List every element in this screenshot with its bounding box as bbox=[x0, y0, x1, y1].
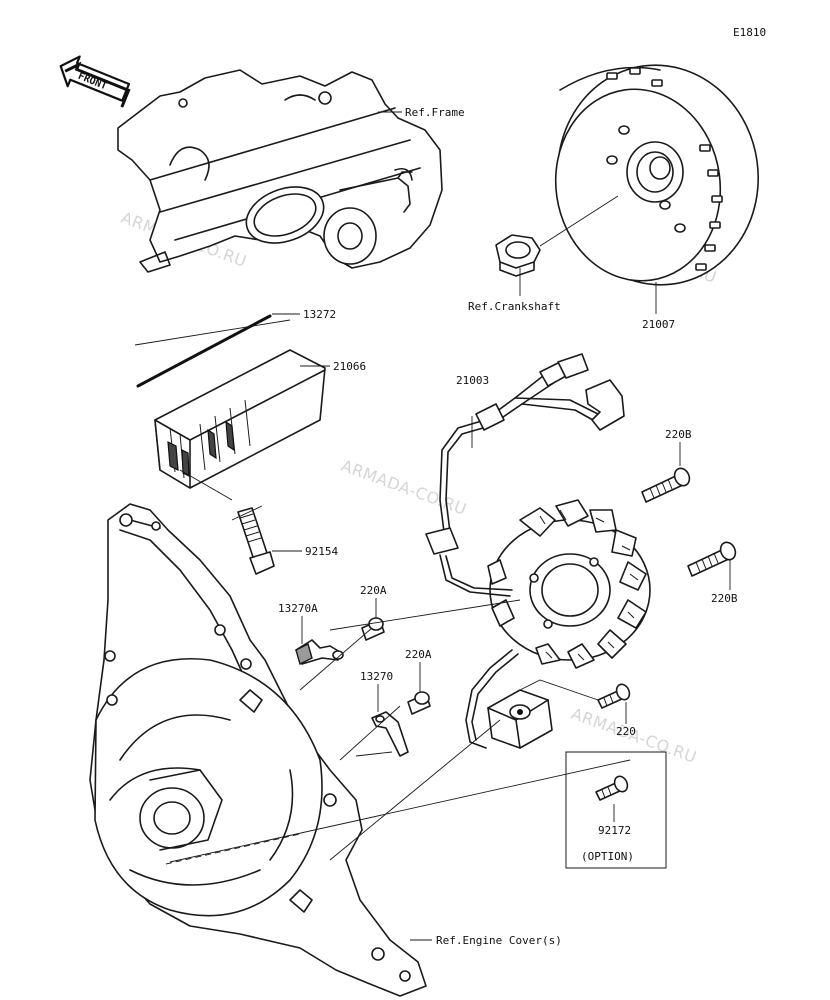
engine-cover-part bbox=[89, 503, 427, 997]
pickup-coil bbox=[487, 689, 553, 749]
diagram-code: E1810 bbox=[733, 26, 766, 39]
assembly-lines bbox=[165, 505, 631, 865]
part-220b-bolt-top bbox=[641, 467, 691, 503]
part-220a-bolt-lower bbox=[407, 691, 431, 715]
label-ref-crankshaft: Ref.Crankshaft bbox=[468, 300, 561, 313]
part-220-bolt bbox=[597, 683, 631, 709]
part-13272-rod bbox=[136, 314, 272, 388]
label-option: (OPTION) bbox=[581, 850, 634, 863]
option-box bbox=[565, 751, 667, 869]
label-21066: 21066 bbox=[333, 360, 366, 373]
label-92154: 92154 bbox=[305, 545, 338, 558]
part-92172-bolt bbox=[595, 775, 629, 801]
label-21003: 21003 bbox=[456, 374, 489, 387]
label-21007: 21007 bbox=[642, 318, 675, 331]
part-220a-bolt-upper bbox=[361, 617, 385, 641]
label-220b-right: 220B bbox=[711, 592, 738, 605]
part-13270a-clamp bbox=[295, 639, 344, 666]
crankshaft-nut bbox=[495, 234, 541, 277]
label-13272: 13272 bbox=[303, 308, 336, 321]
label-220b-top: 220B bbox=[665, 428, 692, 441]
label-ref-frame: Ref.Frame bbox=[405, 106, 465, 119]
label-220a-upper: 220A bbox=[360, 584, 387, 597]
front-arrow-icon: FRONT bbox=[59, 55, 131, 108]
leader-lines bbox=[272, 111, 731, 941]
stator-wiring bbox=[425, 353, 625, 749]
label-13270a: 13270A bbox=[278, 602, 318, 615]
crank-axis-line bbox=[539, 195, 619, 247]
label-ref-engine-cover: Ref.Engine Cover(s) bbox=[436, 934, 562, 947]
part-21003-stator bbox=[487, 499, 651, 669]
label-220: 220 bbox=[616, 725, 636, 738]
part-92154-bolt bbox=[237, 507, 275, 575]
part-21066-regulator bbox=[154, 349, 326, 489]
label-220a-lower: 220A bbox=[405, 648, 432, 661]
part-21007-flywheel bbox=[554, 64, 760, 286]
part-220b-bolt-right bbox=[687, 541, 737, 577]
label-13270: 13270 bbox=[360, 670, 393, 683]
frame-part bbox=[117, 69, 443, 273]
leader-21066-down bbox=[179, 469, 233, 501]
watermark-3: ARMADA-CO.RU bbox=[339, 456, 470, 519]
part-13270-clamp bbox=[371, 711, 409, 757]
label-92172: 92172 bbox=[598, 824, 631, 837]
plate-outline bbox=[134, 319, 291, 346]
